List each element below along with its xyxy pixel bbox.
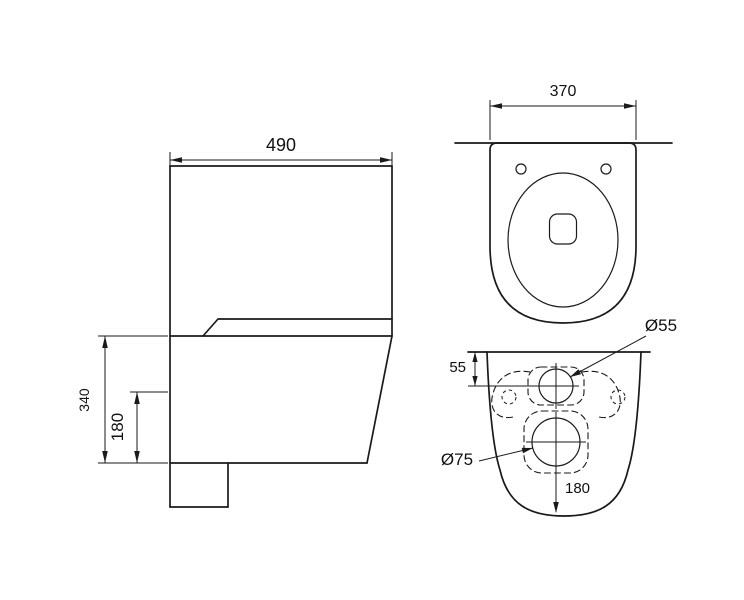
arrowhead [490, 103, 502, 109]
top-view-outline [489, 142, 637, 324]
dimension-inlet-offset-55: 55 [449, 352, 533, 387]
internal-channel-right [581, 370, 621, 419]
dimension-label-height: 340 [76, 388, 92, 412]
arrowhead [380, 157, 392, 163]
dimension-outlet-bottom-180: 180 [553, 442, 590, 513]
internal-channel-left [491, 370, 531, 419]
arrowhead [134, 451, 140, 463]
side-view: 490 340 180 [76, 135, 393, 508]
arrowhead [102, 451, 108, 463]
dimension-label-outlet-height: 180 [108, 413, 127, 441]
drain-opening [548, 213, 578, 245]
dimension-label-width: 370 [550, 83, 577, 100]
bowl-front-slope [366, 335, 393, 464]
label-outlet-diameter: Ø75 [441, 447, 534, 469]
seat-hinge-hole-left [515, 163, 527, 175]
dimension-label-outlet-diameter: Ø75 [441, 450, 473, 469]
dimension-width-370: 370 [489, 83, 637, 140]
arrowhead [553, 502, 559, 513]
arrowhead [134, 392, 140, 404]
dimension-label-inlet-offset: 55 [449, 359, 466, 376]
fixing-hole-left [501, 389, 517, 405]
dimension-label-outlet-bottom: 180 [565, 480, 590, 497]
dimension-depth-490: 490 [169, 135, 393, 166]
rear-view-outline [486, 351, 642, 517]
arrowhead [472, 376, 478, 386]
label-inlet-diameter: Ø55 [569, 316, 677, 378]
seat-hinge-hole-right [600, 163, 612, 175]
arrowhead [472, 352, 478, 362]
arrowhead [570, 369, 581, 377]
leader-line [569, 335, 647, 378]
arrowhead [170, 157, 182, 163]
fixing-hole-right [610, 389, 626, 405]
top-view: 370 [454, 83, 673, 324]
bowl-rim [507, 172, 619, 308]
arrowhead [521, 447, 533, 454]
arrowhead [102, 336, 108, 348]
seat-lid [202, 318, 393, 337]
dimension-height-340: 340 [76, 335, 168, 464]
arrowhead [624, 103, 636, 109]
dimension-label-inlet-diameter: Ø55 [645, 316, 677, 335]
dimension-label-depth: 490 [266, 135, 296, 155]
rear-view: 55 Ø55 Ø75 180 [441, 316, 677, 517]
dimension-outlet-height-180: 180 [108, 391, 168, 463]
